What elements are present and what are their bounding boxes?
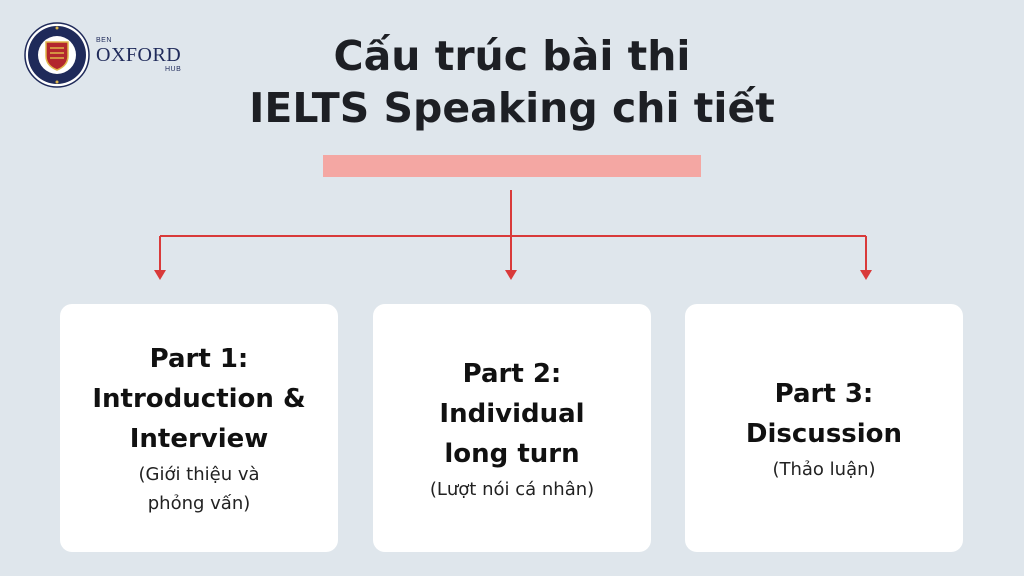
brand-logo: BEN OXFORD HUB bbox=[24, 22, 181, 88]
card-heading-line: Part 3: bbox=[774, 378, 874, 409]
part-3-card: Part 3: Discussion (Thảo luận) bbox=[685, 304, 963, 552]
arrow-down-icon bbox=[860, 270, 872, 280]
title-line-2: IELTS Speaking chi tiết bbox=[249, 84, 775, 132]
card-subtitle-line: (Giới thiệu và bbox=[138, 464, 260, 485]
title-line-1: Cấu trúc bài thi bbox=[333, 32, 691, 80]
logo-top-text: BEN bbox=[96, 37, 112, 44]
crest-seal-icon bbox=[24, 22, 90, 88]
card-heading-line: Introduction & bbox=[92, 384, 306, 414]
card-heading-line: Part 1: bbox=[149, 344, 249, 374]
card-heading-line: long turn bbox=[444, 438, 580, 469]
card-heading-line: Interview bbox=[129, 424, 269, 454]
page-title: Cấu trúc bài thi IELTS Speaking chi tiết bbox=[0, 30, 1024, 134]
card-heading-line: Discussion bbox=[745, 418, 903, 449]
arrow-down-icon bbox=[154, 270, 166, 280]
card-subtitle-line: (Lượt nói cá nhân) bbox=[429, 478, 595, 500]
card-heading-line: Part 2: bbox=[462, 358, 562, 389]
part-2-card: Part 2: Individual long turn (Lượt nói c… bbox=[373, 304, 651, 552]
arrow-down-icon bbox=[505, 270, 517, 280]
part-1-card: Part 1: Introduction & Interview (Giới t… bbox=[60, 304, 338, 552]
card-heading-line: Individual bbox=[439, 398, 585, 429]
card-subtitle-line: phỏng vấn) bbox=[147, 493, 251, 514]
card-subtitle-line: (Thảo luận) bbox=[772, 458, 876, 480]
logo-bottom-text: HUB bbox=[164, 66, 182, 73]
title-accent-bar bbox=[323, 155, 701, 177]
logo-main-text: OXFORD bbox=[96, 44, 182, 66]
